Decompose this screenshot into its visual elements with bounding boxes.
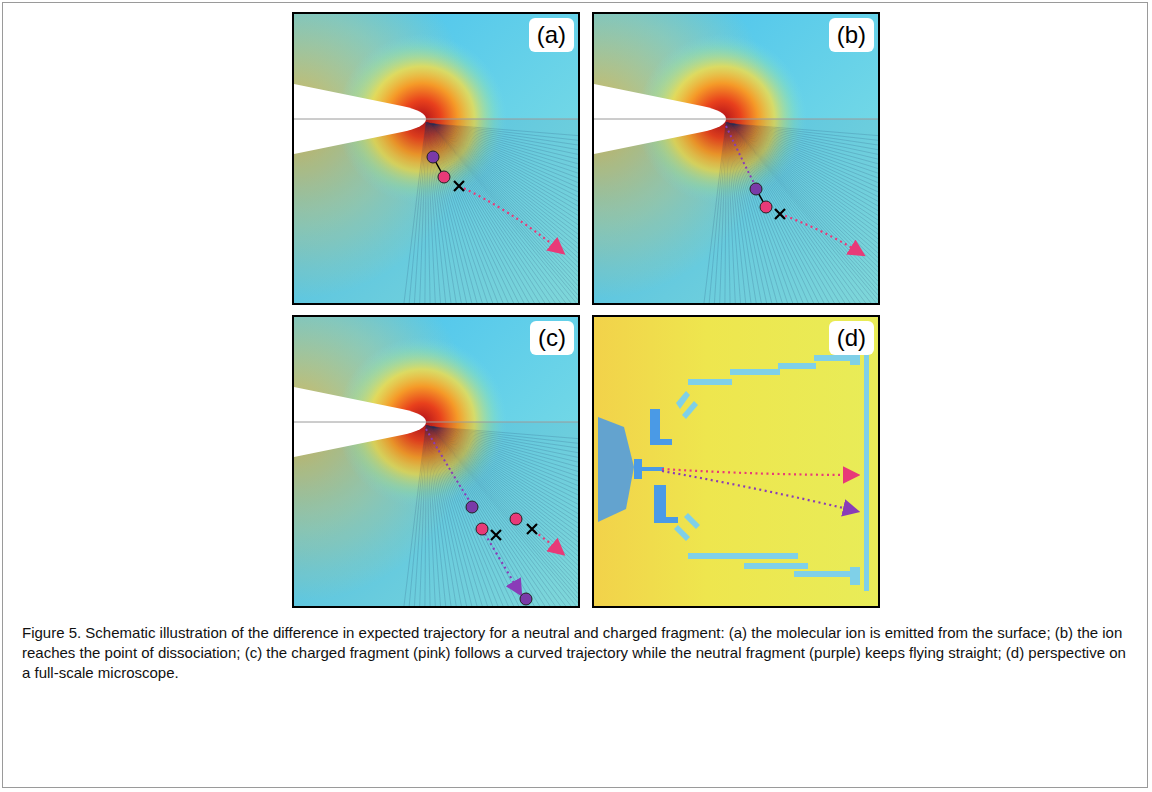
- panel-illustration: [294, 317, 578, 606]
- panel-illustration: [594, 317, 878, 606]
- panel-label: (a): [529, 18, 574, 52]
- figure-panel: (d): [592, 315, 880, 608]
- panel-label: (b): [829, 18, 874, 52]
- panel-label: (c): [530, 321, 574, 355]
- figure-caption: Figure 5. Schematic illustration of the …: [22, 623, 1130, 683]
- figure-panel: (b): [592, 12, 880, 305]
- panel-label: (d): [829, 321, 874, 355]
- panel-illustration: [594, 14, 878, 303]
- figure-panel: (c): [292, 315, 580, 608]
- figure-panel: (a): [292, 12, 580, 305]
- panel-illustration: [294, 14, 578, 303]
